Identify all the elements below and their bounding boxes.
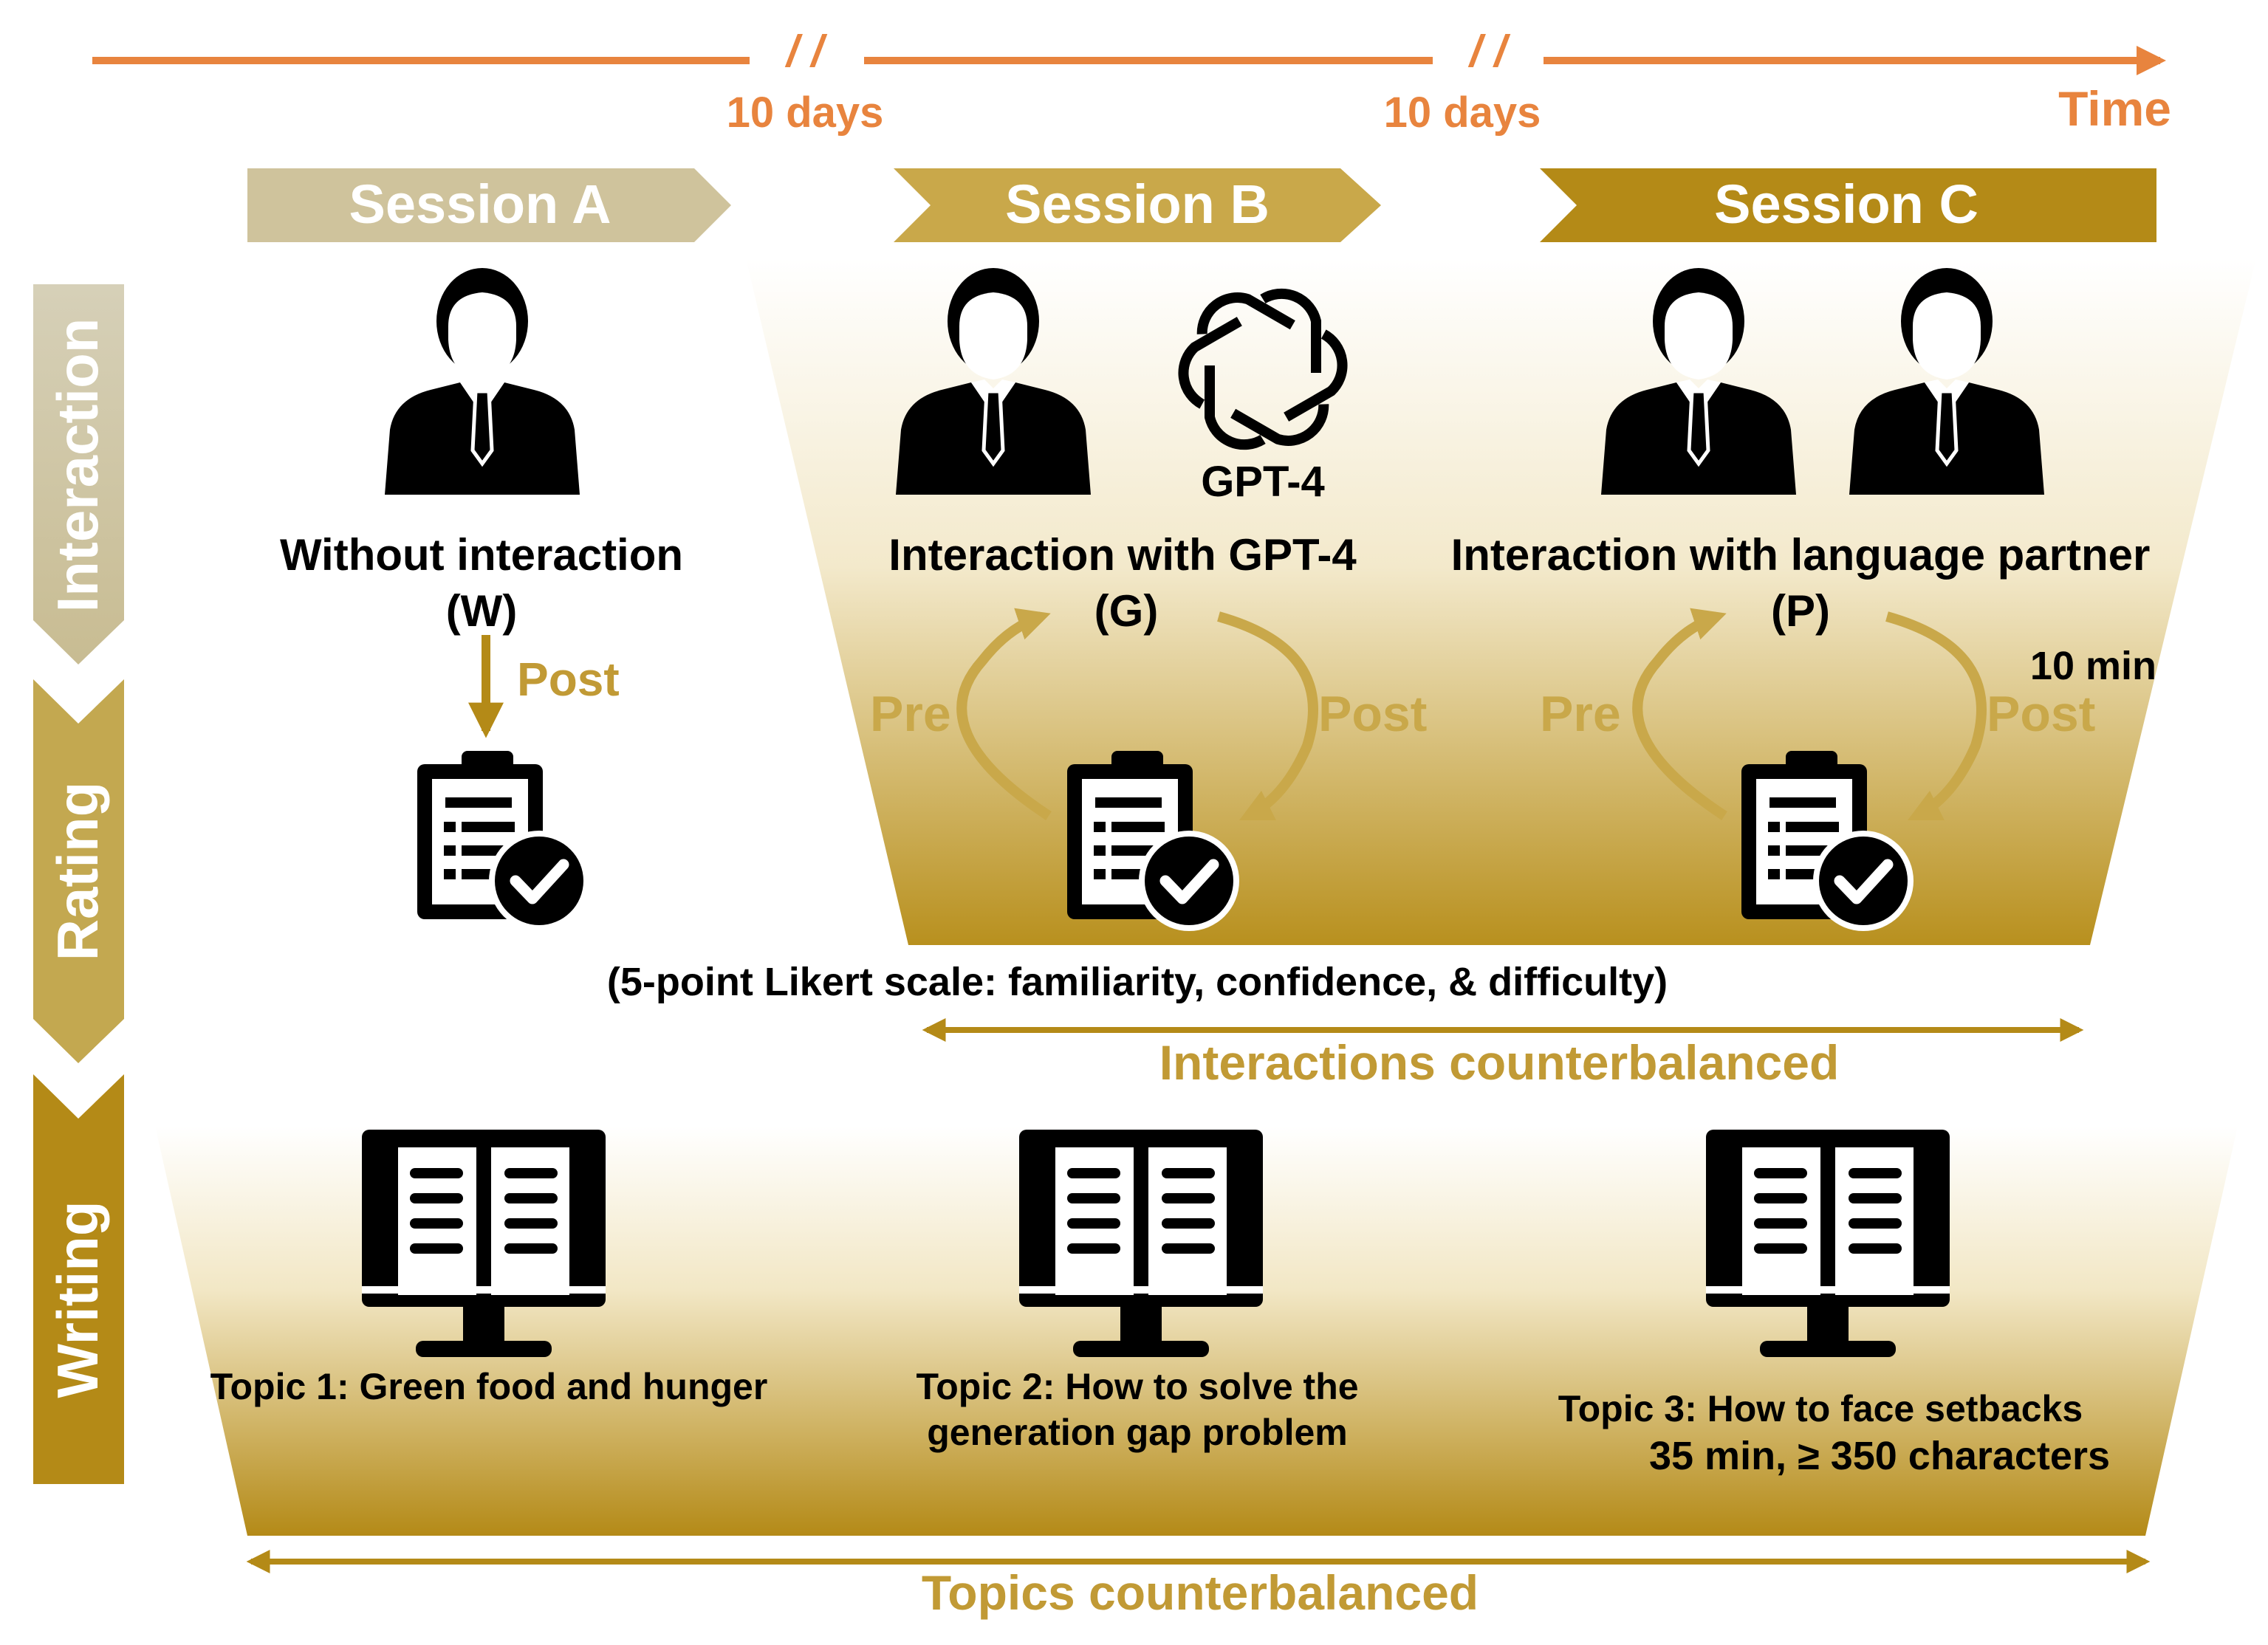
g-condition-title: Interaction with GPT-4 (888, 530, 1357, 580)
phase-writing-label: Writing (45, 1201, 110, 1398)
p-pre-label: Pre (1540, 686, 1621, 742)
phase-rating-tab: Rating (33, 679, 124, 1063)
session-c-label: Session C (1714, 174, 1978, 235)
phase-interaction-label: Interaction (45, 318, 110, 613)
phase-rating-label: Rating (45, 782, 110, 961)
g-post-label: Post (1318, 686, 1427, 742)
phase-writing-tab: Writing (33, 1074, 124, 1484)
timeline: / / / / 10 days 10 days Time (92, 27, 2171, 137)
writing-requirement: 35 min, ≥ 350 characters (1649, 1434, 2110, 1478)
p-post-arrow (1885, 611, 1987, 821)
w-post-label: Post (517, 653, 620, 706)
g-pre-label: Pre (870, 686, 951, 742)
timeline-break-1: / / (784, 27, 827, 76)
likert-scale-note: (5-point Likert scale: familiarity, conf… (607, 960, 1668, 1004)
gap-label-1: 10 days (727, 89, 884, 137)
topic-3: Topic 3: How to face setbacks (1558, 1388, 2083, 1429)
timeline-break-2: / / (1467, 27, 1510, 76)
openai-logo-icon (1178, 288, 1348, 450)
session-a-label: Session A (349, 174, 611, 235)
topic-1: Topic 1: Green food and hunger (210, 1366, 768, 1407)
g-condition-code: (G) (1094, 586, 1159, 636)
p-post-label: Post (1987, 686, 2095, 742)
g-post-arrow (1217, 611, 1318, 821)
interactions-counterbalanced-label: Interactions counterbalanced (1159, 1035, 1840, 1090)
w-condition-title: Without interaction (280, 530, 683, 580)
clipboard-check-icon (417, 751, 589, 931)
gap-label-2: 10 days (1384, 89, 1541, 137)
topics-counterbalanced-label: Topics counterbalanced (922, 1565, 1479, 1620)
session-a-banner: Session A (247, 168, 731, 242)
w-condition-code: (W) (446, 586, 518, 636)
person-icon (385, 268, 580, 495)
session-c-banner: Session C (1540, 168, 2156, 242)
session-b-label: Session B (1005, 174, 1270, 235)
time-label: Time (2058, 81, 2171, 136)
topic-2-line-1: Topic 2: How to solve the (916, 1366, 1358, 1407)
topic-2-line-2: generation gap problem (927, 1412, 1348, 1453)
gpt-label: GPT-4 (1201, 458, 1325, 506)
p-condition-title: Interaction with language partner (1451, 530, 2151, 580)
session-b-banner: Session B (894, 168, 1381, 242)
g-pre-arrow (956, 608, 1052, 820)
p-pre-arrow (1632, 608, 1727, 820)
p-condition-code: (P) (1771, 586, 1830, 636)
p-duration-label: 10 min (2030, 644, 2156, 688)
phase-interaction-tab: Interaction (33, 284, 124, 664)
